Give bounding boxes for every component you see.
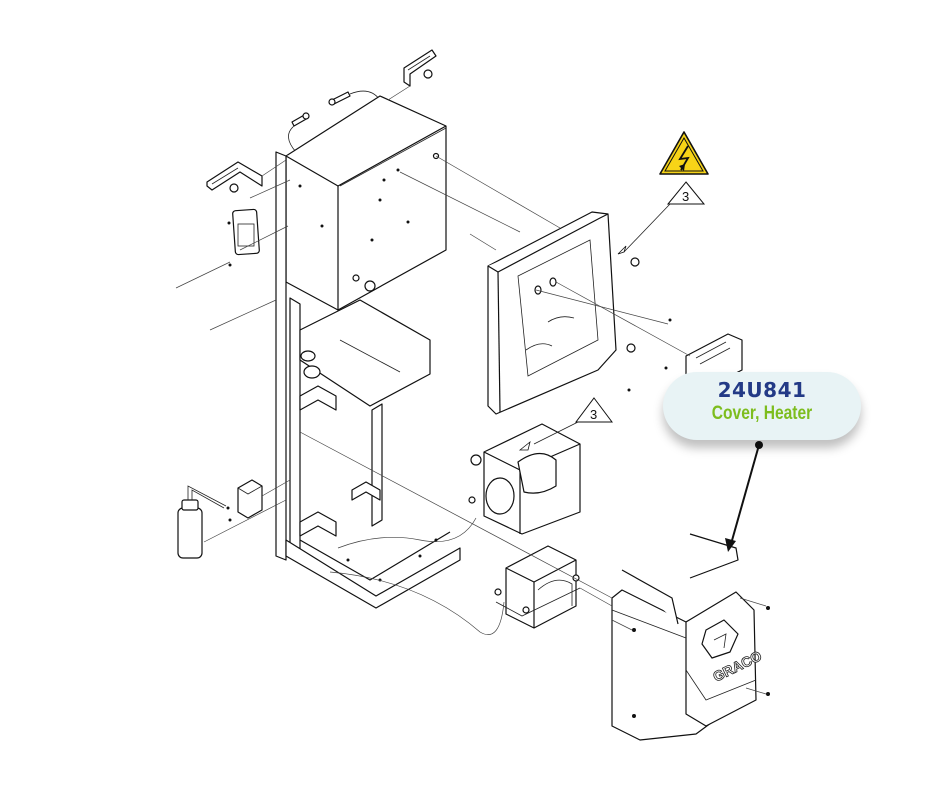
graco-logo-icon <box>701 619 739 659</box>
bottle-holder-bracket <box>226 479 263 522</box>
mounting-bracket-left <box>206 161 263 193</box>
reference-marker-3-enclosure-screw: 3 <box>617 181 706 255</box>
heater-assembly <box>468 423 581 535</box>
part-description: Cover, Heater <box>711 403 813 424</box>
heater-cover: GRACO <box>611 533 770 741</box>
part-callout: 24U841 Cover, Heater <box>663 372 861 440</box>
mounting-bolt-left <box>288 112 310 153</box>
transformer <box>494 545 581 629</box>
mounting-bolt-right <box>328 90 381 106</box>
svg-text:3: 3 <box>590 407 597 422</box>
frame-stand <box>275 151 461 609</box>
electrical-hazard-warning-icon <box>659 131 709 175</box>
switch-module <box>227 208 260 267</box>
exploded-view-leader-lines <box>175 85 767 695</box>
callout-leader-arrow <box>725 441 763 552</box>
mounting-bracket-right <box>403 49 437 87</box>
svg-text:3: 3 <box>682 189 689 204</box>
part-number: 24U841 <box>717 378 807 402</box>
front-panel <box>487 211 617 415</box>
lubricant-bottle <box>177 485 227 559</box>
reference-marker-3-heater: 3 <box>518 397 613 451</box>
electrical-enclosure <box>285 95 447 311</box>
